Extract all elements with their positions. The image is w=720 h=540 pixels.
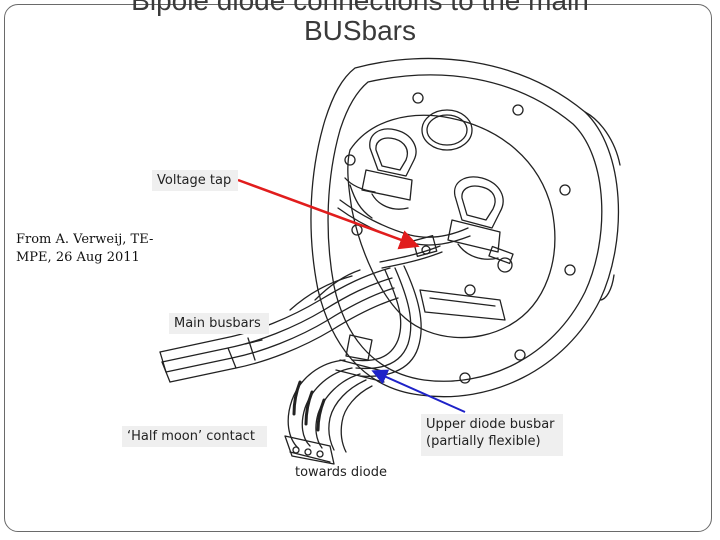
upper-diode-busbar-label-line-2: (partially flexible) <box>426 434 541 449</box>
rim-bolt-holes <box>344 92 576 384</box>
left-bore <box>361 128 417 210</box>
voltage-tap-arrow <box>237 178 420 250</box>
upper-diode-busbar-label: Upper diode busbar (partially flexible) <box>421 414 563 456</box>
slide-title-line-1: Bipole diode connections to the main <box>131 0 589 16</box>
right-bore <box>447 176 514 265</box>
slide-frame <box>4 4 712 532</box>
credit-line-1: From A. Verweij, TE- <box>16 232 154 247</box>
towards-diode-label: towards diode <box>295 465 387 480</box>
upper-diode-busbar-label-line-1: Upper diode busbar <box>426 417 555 432</box>
end-plate-outer-ring <box>310 57 621 398</box>
inner-recess <box>347 114 556 339</box>
half-moon-contact-label: ‘Half moon’ contact <box>122 426 267 447</box>
voltage-tap-label: Voltage tap <box>152 170 238 191</box>
credit-text: From A. Verweij, TE- MPE, 26 Aug 2011 <box>16 231 176 267</box>
main-busbars <box>159 267 399 383</box>
half-moon-contact-drawing <box>284 359 373 465</box>
upper-diode-arrow <box>371 369 466 413</box>
slide-title-line-2: BUSbars <box>303 15 417 46</box>
mounting-hole <box>421 109 473 151</box>
main-busbars-label: Main busbars <box>169 313 269 334</box>
credit-line-2: MPE, 26 Aug 2011 <box>16 250 140 265</box>
